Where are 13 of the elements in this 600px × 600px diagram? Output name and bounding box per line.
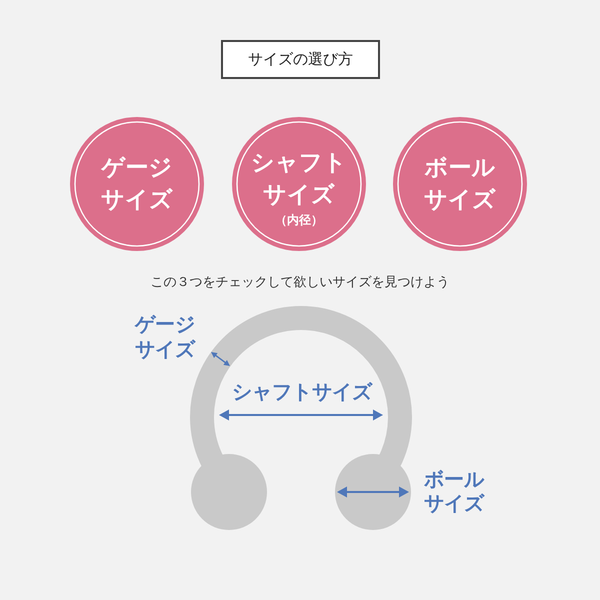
- title-box: [221, 40, 380, 79]
- circle-heading: ゲージサイズ: [100, 154, 174, 215]
- circle-heading: シャフトサイズ: [250, 148, 348, 210]
- circle-note: （内径）: [275, 212, 323, 228]
- dimension-label: ボールサイズ: [424, 467, 486, 515]
- dimension-label: ゲージサイズ: [135, 312, 197, 362]
- size-type-circle: [70, 117, 204, 251]
- size-type-circle: [232, 117, 366, 251]
- size-type-circle: [393, 117, 527, 251]
- circle-heading: ボールサイズ: [423, 154, 497, 215]
- dimension-label: シャフトサイズ: [232, 378, 372, 406]
- title-text: サイズの選び方: [248, 50, 353, 69]
- instruction-text: この３つをチェックして欲しいサイズを見つけよう: [150, 274, 450, 291]
